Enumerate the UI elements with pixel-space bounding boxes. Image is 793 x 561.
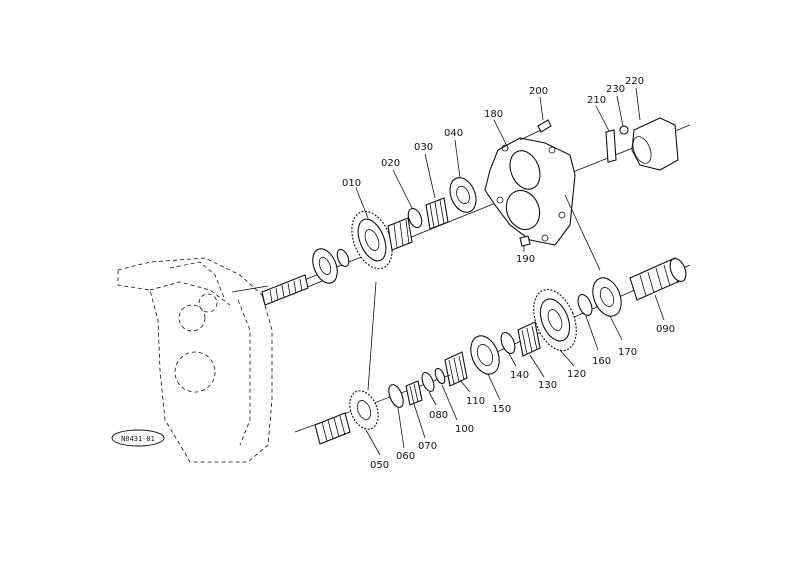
- callout-060: 060: [396, 451, 415, 462]
- figure-code: N0431-01: [121, 435, 155, 443]
- callout-160: 160: [592, 356, 611, 367]
- middle-shaft-assembly: [444, 257, 691, 387]
- figure-code-stamp: N0431-01: [111, 429, 165, 447]
- lower-shaft-assembly: [294, 367, 451, 445]
- callout-180: 180: [484, 109, 503, 120]
- callout-100: 100: [455, 424, 474, 435]
- transmission-housing: [117, 257, 273, 463]
- callout-230: 230: [606, 84, 625, 95]
- callout-080: 080: [429, 410, 448, 421]
- callout-150: 150: [492, 404, 511, 415]
- callout-010: 010: [342, 178, 361, 189]
- callout-140: 140: [510, 370, 529, 381]
- callout-120: 120: [567, 369, 586, 380]
- gear-050: [349, 390, 379, 430]
- callout-170: 170: [618, 347, 637, 358]
- bearing-retainer-180: [484, 137, 576, 246]
- callouts: 010 020 030 040 050 060 070 080 090 100 …: [342, 76, 675, 471]
- callout-070: 070: [418, 441, 437, 452]
- callout-110: 110: [466, 396, 485, 407]
- callout-030: 030: [414, 142, 433, 153]
- callout-050: 050: [370, 460, 389, 471]
- gear-010: [351, 210, 413, 270]
- gear-120: [533, 288, 577, 352]
- callout-130: 130: [538, 380, 557, 391]
- callout-190: 190: [516, 254, 535, 265]
- callout-200: 200: [529, 86, 548, 97]
- callout-220: 220: [625, 76, 644, 87]
- callout-090: 090: [656, 324, 675, 335]
- callout-020: 020: [381, 158, 400, 169]
- upper-shaft-assembly: [261, 117, 691, 306]
- callout-210: 210: [587, 95, 606, 106]
- callout-040: 040: [444, 128, 463, 139]
